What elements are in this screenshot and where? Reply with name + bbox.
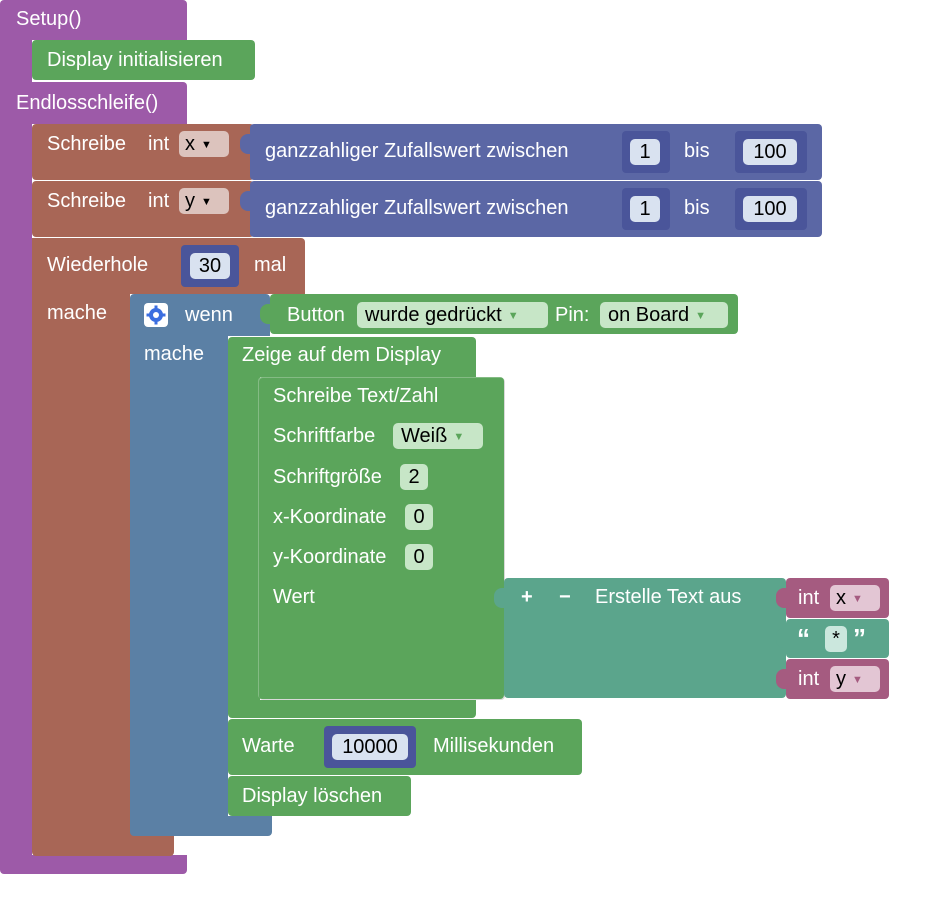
wait-ms-input[interactable]: 10000 (332, 734, 408, 760)
display-init-block[interactable] (32, 40, 255, 80)
show-display-bottom (228, 700, 476, 718)
write-text-label: Schreibe Text/Zahl (273, 385, 439, 407)
write-y-label: Schreibe (47, 190, 126, 212)
random-x-to-input[interactable]: 100 (743, 139, 797, 165)
font-color-label: Schriftfarbe (273, 425, 376, 447)
random-y-label: ganzzahliger Zufallswert zwischen (265, 197, 569, 219)
join-add-button[interactable]: + (521, 586, 533, 608)
repeat-times-label: mal (254, 254, 287, 276)
repeat-do-label: mache (47, 302, 108, 324)
setup-block-arm (0, 40, 32, 82)
join-text-connector (494, 588, 504, 608)
join-label: Erstelle Text aus (595, 586, 742, 608)
x-coordinate-input[interactable]: 0 (405, 504, 433, 530)
show-display-arm (228, 377, 260, 703)
random-x-from-input[interactable]: 1 (630, 139, 660, 165)
random-y-from-input[interactable]: 1 (630, 196, 660, 222)
join-item-x-connector (776, 588, 786, 608)
loop-label: Endlosschleife() (16, 92, 159, 114)
y-coordinate-input[interactable]: 0 (405, 544, 433, 570)
repeat-block-arm (32, 294, 130, 840)
random-y-to-label: bis (684, 197, 710, 219)
join-text-block[interactable] (504, 578, 786, 698)
pin-dropdown[interactable]: on Board ▼ (600, 302, 728, 328)
join-item-y-var: y (836, 668, 846, 690)
chevron-down-icon: ▼ (852, 593, 863, 605)
button-label: Button (287, 304, 345, 326)
setup-label: Setup() (16, 8, 82, 30)
if-do-label: mache (144, 343, 205, 365)
if-label: wenn (185, 304, 233, 326)
quote-open-icon: “ (797, 623, 810, 653)
random-x-connector (240, 134, 250, 154)
random-x-block[interactable] (250, 124, 822, 180)
chevron-down-icon: ▼ (201, 196, 212, 208)
write-x-var: x (185, 133, 195, 155)
display-init-label: Display initialisieren (47, 49, 223, 71)
value-label: Wert (273, 586, 315, 608)
button-condition-connector (260, 304, 270, 324)
loop-block[interactable] (0, 82, 187, 124)
font-color-dropdown[interactable]: Weiß ▼ (393, 423, 483, 449)
write-y-var: y (185, 190, 195, 212)
write-y-var-dropdown[interactable]: y▼ (179, 188, 229, 214)
chevron-down-icon: ▼ (201, 139, 212, 151)
chevron-down-icon: ▼ (852, 674, 863, 686)
repeat-count-input[interactable]: 30 (190, 253, 230, 279)
chevron-down-icon: ▼ (507, 310, 519, 322)
loop-block-arm (0, 124, 32, 860)
join-item-y-dropdown[interactable]: y▼ (830, 666, 880, 692)
if-block-bottom (130, 816, 272, 836)
pin-label: Pin: (555, 304, 590, 326)
gear-icon (146, 305, 166, 325)
font-color-value: Weiß (401, 425, 448, 447)
join-item-text-input[interactable]: * (825, 626, 847, 652)
clear-display-label: Display löschen (242, 785, 383, 807)
random-y-to-input[interactable]: 100 (743, 196, 797, 222)
if-block-arm (130, 336, 228, 826)
y-coordinate-label: y-Koordinate (273, 546, 387, 568)
repeat-label: Wiederhole (47, 254, 149, 276)
wait-unit-label: Millisekunden (433, 735, 555, 757)
join-item-x-var: x (836, 587, 846, 609)
random-y-connector (240, 191, 250, 211)
join-remove-button[interactable]: − (559, 586, 571, 608)
random-x-to-label: bis (684, 140, 710, 162)
write-x-var-dropdown[interactable]: x▼ (179, 131, 229, 157)
write-x-label: Schreibe (47, 133, 126, 155)
join-item-y-type: int (798, 668, 820, 690)
pin-value: on Board (608, 304, 690, 326)
join-item-x-dropdown[interactable]: x▼ (830, 585, 880, 611)
random-y-block[interactable] (250, 181, 822, 237)
x-coordinate-label: x-Koordinate (273, 506, 387, 528)
quote-close-icon: ” (853, 623, 866, 653)
loop-block-bottom (0, 855, 187, 874)
repeat-block[interactable] (32, 238, 305, 294)
wait-label: Warte (242, 735, 295, 757)
write-y-type: int (148, 190, 170, 212)
join-item-text-connector (776, 628, 786, 648)
chevron-down-icon: ▼ (453, 431, 465, 443)
join-item-y-connector (776, 669, 786, 689)
font-size-label: Schriftgröße (273, 466, 382, 488)
chevron-down-icon: ▼ (695, 310, 707, 322)
join-item-x-type: int (798, 587, 820, 609)
setup-block[interactable] (0, 0, 187, 40)
button-state-dropdown[interactable]: wurde gedrückt ▼ (357, 302, 548, 328)
font-size-input[interactable]: 2 (400, 464, 428, 490)
show-display-label: Zeige auf dem Display (242, 344, 441, 366)
write-x-type: int (148, 133, 170, 155)
show-display-block[interactable] (228, 337, 476, 377)
button-state: wurde gedrückt (365, 304, 502, 326)
random-x-label: ganzzahliger Zufallswert zwischen (265, 140, 569, 162)
if-settings-button[interactable] (144, 303, 168, 327)
clear-display-block[interactable] (228, 776, 411, 816)
